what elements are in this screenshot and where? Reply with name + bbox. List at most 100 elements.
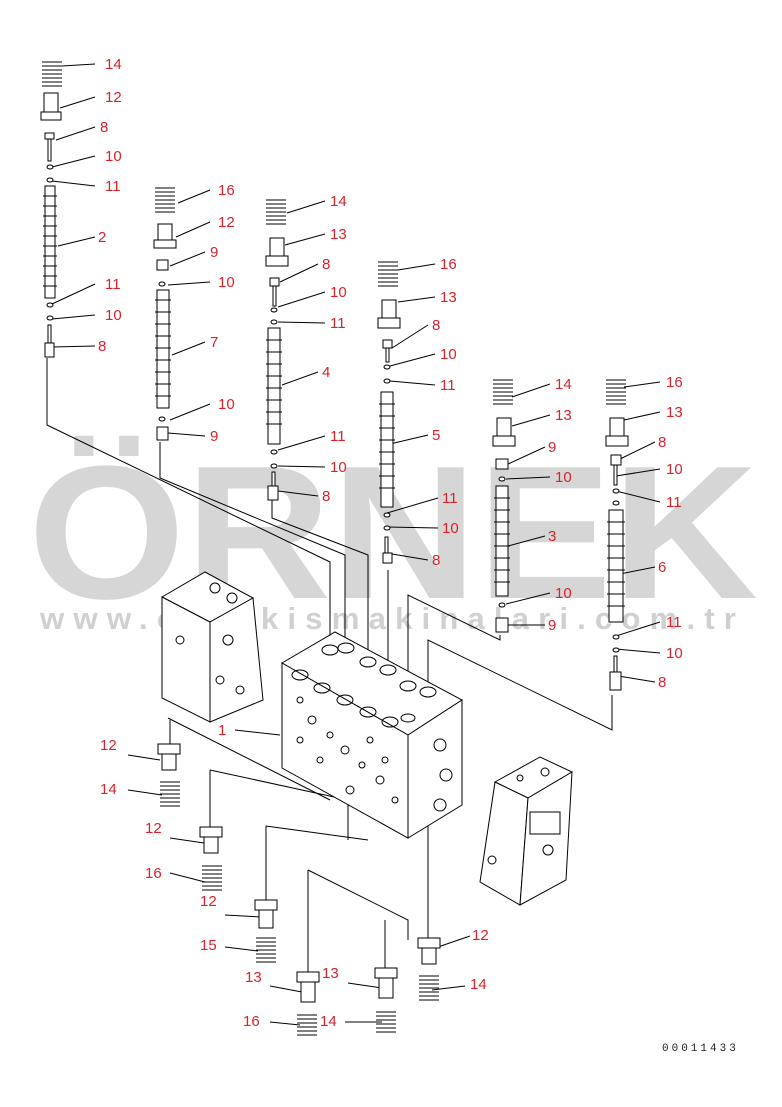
callout-label: 10	[330, 459, 347, 476]
pin-stem	[47, 324, 52, 344]
pin-part	[609, 671, 622, 691]
spool-lands	[607, 521, 625, 607]
valve-stack-4	[377, 261, 401, 564]
oring-part	[270, 463, 278, 469]
pin-stem	[272, 285, 277, 307]
callout-label: 9	[548, 439, 556, 456]
plug-body	[378, 977, 394, 999]
callout-label: 10	[218, 396, 235, 413]
spool-lands	[494, 497, 510, 583]
plug-head	[374, 967, 398, 979]
callout-label: 11	[442, 490, 458, 507]
retainer-flange	[492, 435, 516, 447]
pin-stem	[613, 655, 618, 673]
valve-stack-1	[40, 61, 62, 358]
valve-stack-6	[605, 379, 629, 691]
pin-part	[44, 132, 55, 140]
pin-stem	[47, 138, 52, 162]
pin-part	[269, 277, 280, 287]
left-cover-side	[209, 597, 264, 723]
callout-label: 11	[666, 494, 682, 511]
spring-part	[256, 937, 276, 963]
ring-part	[612, 634, 620, 640]
oring-part	[383, 364, 391, 370]
bottom-plugs	[157, 743, 441, 1036]
callout-label: 13	[440, 289, 457, 306]
callout-label: 10	[555, 585, 572, 602]
spool-part	[156, 289, 170, 409]
callout-label: 8	[658, 674, 666, 691]
plug-part	[495, 458, 509, 470]
oring-part	[270, 307, 278, 313]
spring-part	[160, 781, 180, 807]
leader-lines	[46, 63, 661, 1026]
valve-stack-3	[265, 199, 289, 501]
right-cover-plate	[479, 756, 574, 906]
callout-label: 14	[320, 1013, 337, 1030]
spool-part	[495, 485, 509, 597]
retainer-part	[157, 223, 173, 243]
pin-part	[44, 342, 55, 358]
callout-label: 12	[472, 927, 489, 944]
valve-block-side	[407, 699, 463, 839]
callout-label: 13	[322, 965, 339, 982]
callout-label: 16	[243, 1013, 260, 1030]
callout-label: 8	[322, 256, 330, 273]
callout-label: 11	[330, 315, 346, 332]
left-cover-plate	[160, 571, 264, 723]
spring-part	[606, 379, 626, 405]
ring-part	[270, 449, 278, 455]
retainer-flange	[153, 239, 177, 249]
ring-part	[46, 302, 54, 308]
callout-label: 10	[105, 307, 122, 324]
callouts: 14 12 8 10 11 2 11 10 8 16 12 9 10 7 10 …	[98, 56, 683, 1030]
callout-label: 12	[100, 737, 117, 754]
pin-stem	[271, 471, 276, 487]
pin-part	[610, 454, 622, 466]
oring-part	[612, 647, 620, 653]
pin-part	[382, 339, 393, 349]
valve-block	[281, 631, 463, 839]
callout-label: 6	[658, 559, 666, 576]
callout-label: 4	[322, 364, 330, 381]
retainer-flange	[265, 255, 289, 267]
callout-label: 11	[330, 428, 346, 445]
pin-stem	[384, 536, 389, 554]
plug-head	[417, 937, 441, 949]
oring-part	[158, 281, 166, 287]
callout-label: 8	[100, 119, 108, 136]
spool-lands	[379, 403, 395, 489]
ring-part	[612, 500, 620, 506]
spring-part	[297, 1014, 317, 1036]
watermark-url: www.ornekismakinalari.com.tr	[39, 601, 745, 636]
callout-label: 16	[145, 865, 162, 882]
plug-head	[199, 826, 223, 838]
callout-label: 2	[98, 229, 106, 246]
callout-label: 7	[210, 334, 218, 351]
callout-label: 9	[210, 428, 218, 445]
plug-body	[161, 753, 177, 771]
retainer-part	[609, 417, 625, 439]
callout-label: 12	[218, 214, 235, 231]
diagram-code: 00011433	[662, 1043, 739, 1055]
right-cover-front	[479, 781, 529, 906]
callout-label: 8	[322, 488, 330, 505]
callout-label: 14	[105, 56, 122, 73]
ring-part	[270, 319, 278, 325]
oring-part	[383, 525, 391, 531]
callout-label: 12	[200, 893, 217, 910]
ring-part	[383, 512, 391, 518]
valve-block-ports	[291, 642, 453, 812]
callout-label: 8	[98, 338, 106, 355]
oring-part	[158, 416, 166, 422]
oring-part	[612, 488, 620, 494]
callout-label: 10	[440, 346, 457, 363]
retainer-part	[43, 92, 59, 114]
right-cover-ports	[487, 767, 561, 865]
retainer-flange	[377, 317, 401, 329]
plug-part	[156, 259, 169, 271]
oring-part	[498, 476, 506, 482]
callout-label: 10	[442, 520, 459, 537]
callout-label: 14	[330, 193, 347, 210]
